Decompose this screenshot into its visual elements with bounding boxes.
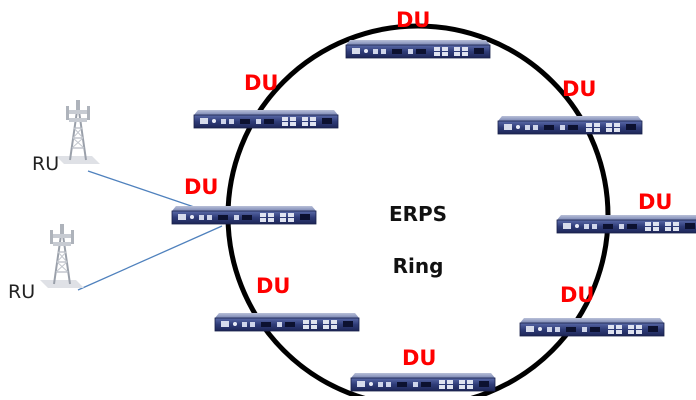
ring-title-line1: ERPS — [388, 202, 448, 226]
du-device-top-left — [193, 109, 339, 129]
ring-title-line2: Ring — [392, 254, 444, 278]
ru-label-lower: RU — [8, 281, 36, 303]
du-label-top-left: DU — [244, 71, 279, 95]
ru2-du-link — [77, 225, 223, 291]
ru-tower-icon — [55, 99, 101, 165]
du-label-bottom-right: DU — [560, 283, 595, 307]
du-label-right: DU — [638, 190, 673, 214]
du-device-top — [345, 39, 491, 59]
du-device-bottom-left — [214, 312, 360, 332]
du-device-top-right — [497, 115, 643, 135]
du-device-left — [171, 205, 317, 225]
du-label-bottom-left: DU — [256, 274, 291, 298]
ru-tower-icon — [39, 223, 85, 289]
ru-label-upper: RU — [32, 153, 60, 175]
ru1-du-link — [87, 170, 201, 210]
du-device-right — [556, 214, 696, 234]
du-label-bottom: DU — [402, 346, 437, 370]
du-device-bottom-right — [519, 317, 665, 337]
du-device-bottom — [350, 372, 496, 392]
du-label-top-right: DU — [562, 77, 597, 101]
du-label-top: DU — [396, 8, 431, 32]
du-label-left: DU — [184, 175, 219, 199]
